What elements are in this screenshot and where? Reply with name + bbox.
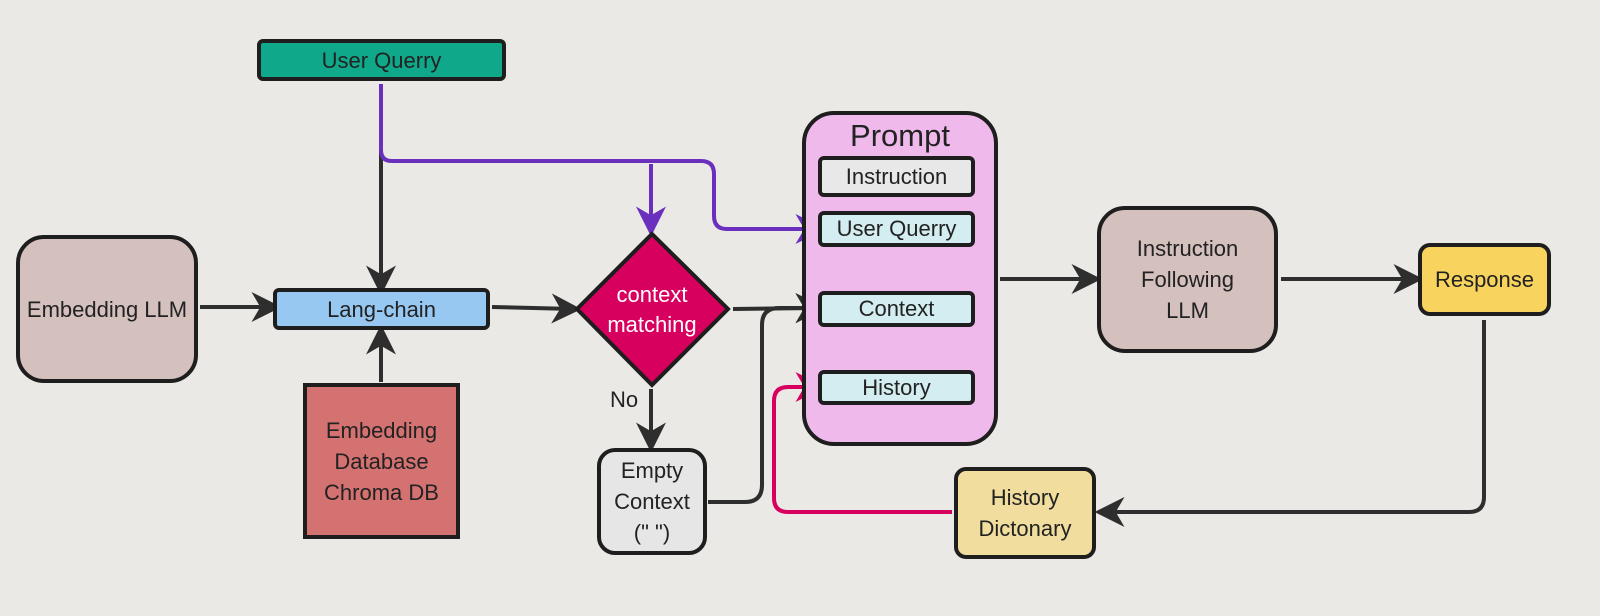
instruction-llm-label: Instruction Following LLM xyxy=(1136,236,1239,323)
edge-historydict-history xyxy=(772,372,952,514)
langchain-label: Lang-chain xyxy=(327,296,436,322)
prompt-instruction-label: Instruction xyxy=(845,163,948,189)
embedding-llm-label: Embedding LLM xyxy=(26,296,188,322)
edge-userquery-prompt xyxy=(379,84,826,244)
langchain-node: Lang-chain xyxy=(273,288,490,330)
embedding-db-node: Embedding Database Chroma DB xyxy=(303,383,460,539)
prompt-context-label: Context xyxy=(858,296,935,321)
response-label: Response xyxy=(1434,267,1535,292)
history-dict-label: History Dictonary xyxy=(978,485,1072,541)
user-query-label: User Querry xyxy=(321,47,442,73)
history-dict-node: History Dictonary xyxy=(954,467,1096,559)
edge-emptycontext-context xyxy=(708,293,826,504)
empty-context-label: Empty Context (" ") xyxy=(614,458,690,545)
prompt-history-label: History xyxy=(862,374,931,400)
prompt-history-item: History xyxy=(818,370,975,405)
context-matching-label: context matching xyxy=(607,282,697,337)
prompt-title: Prompt xyxy=(850,118,950,153)
empty-context-node: Empty Context (" ") xyxy=(597,448,707,555)
prompt-context-item: Context xyxy=(818,291,975,327)
context-matching-diamond xyxy=(574,231,731,388)
prompt-user-query-label: User Querry xyxy=(836,216,957,241)
edge-response-historydict xyxy=(1094,320,1486,527)
embedding-db-label: Embedding Database Chroma DB xyxy=(324,417,439,505)
edge-langchain-contextmatching xyxy=(491,293,582,324)
prompt-instruction-item: Instruction xyxy=(818,156,975,197)
embedding-llm-node: Embedding LLM xyxy=(16,235,198,383)
prompt-user-query-item: User Querry xyxy=(818,211,975,247)
no-branch-label: No xyxy=(610,387,639,412)
user-query-node: User Querry xyxy=(257,39,506,81)
instruction-llm-node: Instruction Following LLM xyxy=(1097,206,1278,353)
response-node: Response xyxy=(1418,243,1551,316)
